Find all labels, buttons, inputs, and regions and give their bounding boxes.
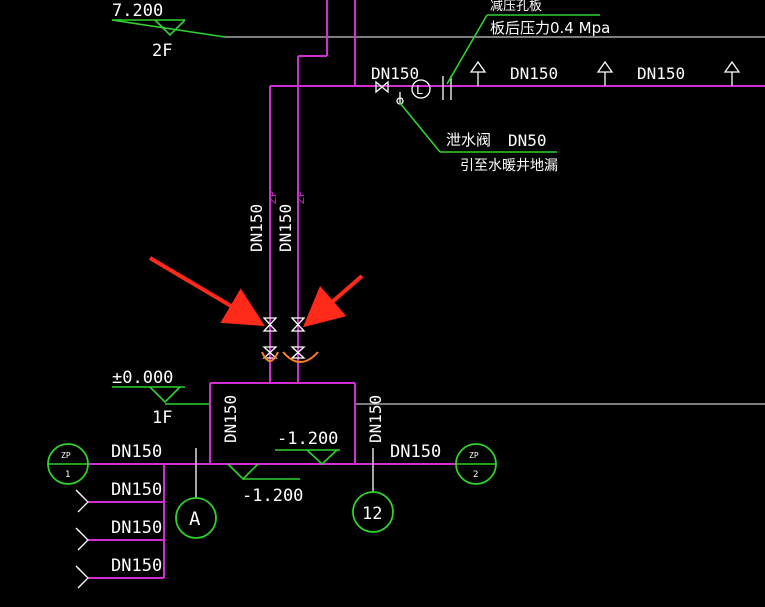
zp-2-top: ZP bbox=[469, 451, 479, 460]
loop-right-size: DN150 bbox=[366, 395, 385, 443]
grid-axis-12-label: 12 bbox=[362, 504, 382, 524]
top-branch-size-3: DN150 bbox=[637, 64, 685, 83]
branch-2-size: DN150 bbox=[111, 518, 162, 538]
riser-right-tag: ZP bbox=[296, 191, 307, 204]
zp-marker-1[interactable]: ZP 1 bbox=[47, 443, 89, 485]
pressure-gauge-icon: L bbox=[411, 79, 431, 99]
orifice-note-line1: 减压孔板 bbox=[490, 0, 542, 14]
level-marker-1f: ±0.000 1F bbox=[112, 368, 210, 428]
butterfly-valve-icon[interactable] bbox=[375, 80, 389, 94]
branch-pipe-2: DN150 bbox=[75, 518, 164, 551]
gate-valve-icon[interactable] bbox=[262, 317, 278, 359]
flexible-joint-icon bbox=[282, 351, 319, 363]
sprinkler-head-icon bbox=[596, 60, 614, 86]
gate-valve-icon[interactable] bbox=[290, 317, 306, 359]
branch-pipe-1: DN150 bbox=[75, 480, 164, 513]
annotation-arrow bbox=[148, 256, 265, 327]
zp-1-top: ZP bbox=[61, 451, 71, 460]
branch-1-size: DN150 bbox=[111, 480, 162, 500]
header-size-left: DN150 bbox=[111, 442, 162, 462]
depth-right-label: -1.200 bbox=[277, 429, 338, 449]
flexible-joint-icon bbox=[261, 351, 279, 362]
orifice-plate-icon bbox=[442, 76, 452, 100]
svg-text:L: L bbox=[416, 83, 423, 97]
orifice-note-leader bbox=[446, 14, 488, 85]
top-branch-size-2: DN150 bbox=[510, 64, 558, 83]
orifice-note-line2: 板后压力0.4 Mpa bbox=[490, 19, 610, 37]
level-1f-elevation: ±0.000 bbox=[112, 368, 173, 388]
branch-3-size: DN150 bbox=[111, 556, 162, 576]
depth-marker-left: -1.200 bbox=[227, 463, 303, 506]
loop-left-size: DN150 bbox=[221, 395, 240, 443]
level-2f-elevation: 7.200 bbox=[112, 1, 163, 21]
drain-size-label: DN50 bbox=[508, 131, 547, 150]
drain-valve-icon[interactable] bbox=[396, 92, 404, 105]
depth-left-label: -1.200 bbox=[242, 486, 303, 506]
annotation-arrow bbox=[302, 274, 364, 328]
grid-axis-a-marker[interactable]: A bbox=[175, 497, 217, 539]
grid-axis-a-label: A bbox=[189, 508, 201, 530]
depth-marker-right: -1.200 bbox=[275, 429, 340, 466]
header-size-right: DN150 bbox=[390, 442, 441, 462]
branch-pipe-3: DN150 bbox=[75, 556, 164, 589]
zp-marker-2[interactable]: ZP 2 bbox=[455, 443, 497, 485]
drain-valve-label: 泄水阀 bbox=[446, 131, 491, 149]
drain-route-label: 引至水暖井地漏 bbox=[460, 158, 558, 174]
riser-left-size: DN150 bbox=[247, 204, 266, 252]
drain-note-leader bbox=[399, 102, 441, 153]
level-marker-2f: 7.200 2F bbox=[111, 1, 226, 61]
sprinkler-head-icon bbox=[723, 60, 741, 86]
riser-right-size: DN150 bbox=[276, 204, 295, 252]
level-2f-label: 2F bbox=[152, 41, 172, 61]
zp-1-number: 1 bbox=[65, 470, 70, 480]
zp-2-number: 2 bbox=[473, 470, 478, 480]
riser-left-tag: ZP bbox=[268, 191, 279, 204]
top-branch-size-1: DN150 bbox=[371, 64, 419, 83]
grid-axis-12-marker[interactable]: 12 bbox=[352, 491, 394, 533]
sprinkler-head-icon bbox=[469, 60, 487, 86]
level-1f-label: 1F bbox=[152, 408, 172, 428]
